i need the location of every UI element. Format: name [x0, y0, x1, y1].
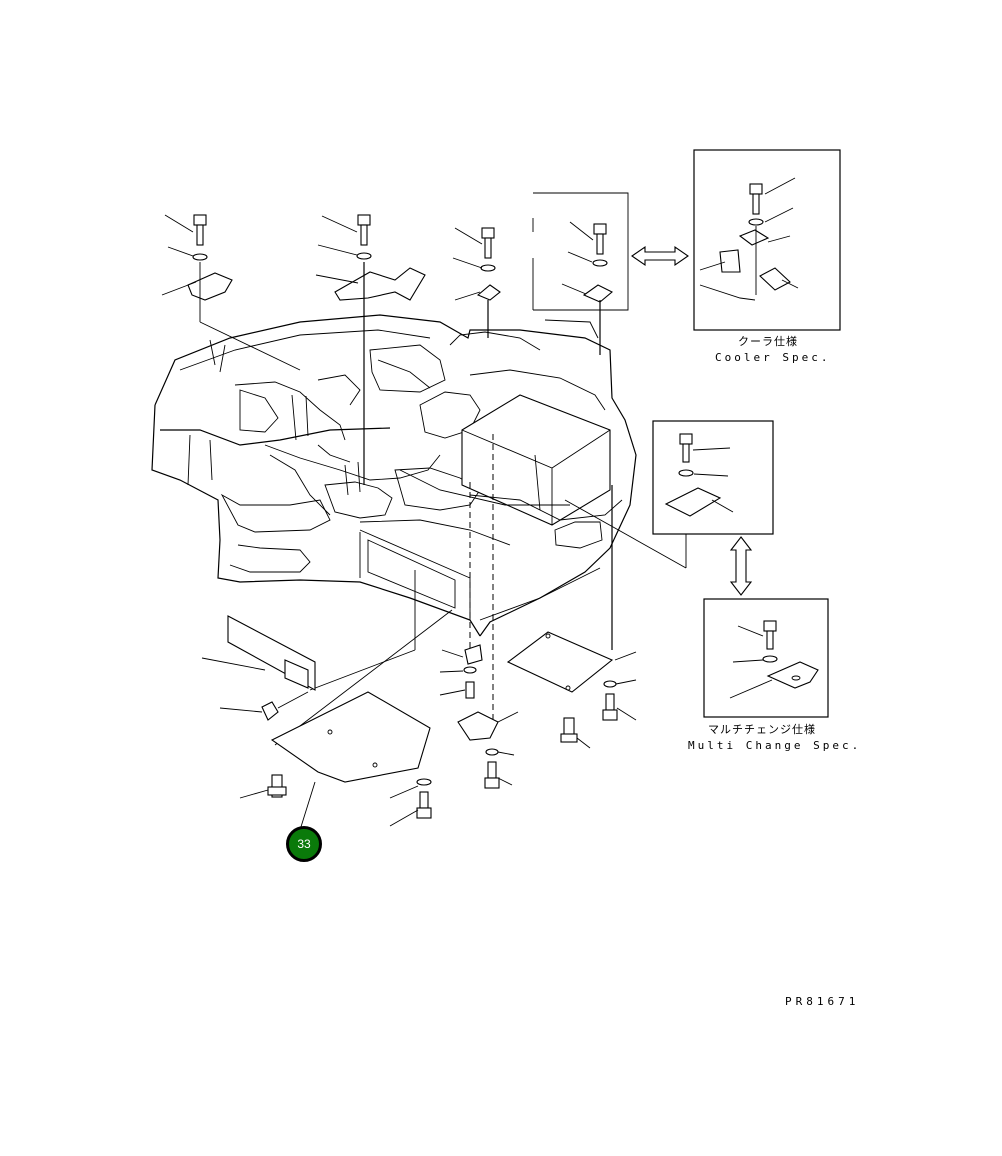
multi-change-spec-label-jp: マルチチェンジ仕様 — [708, 723, 816, 736]
top-bolt-set-left — [161, 214, 301, 371]
left-side-cover — [201, 615, 316, 721]
top-bolt-set-right — [452, 227, 501, 338]
side-cover-box — [564, 420, 774, 569]
multi-change-spec-box — [703, 598, 829, 718]
callout-number: 33 — [297, 837, 311, 851]
right-bottom-parts — [506, 631, 637, 749]
cooler-spec-label-jp: クーラ仕様 — [738, 335, 798, 348]
assembly-guide-lines — [274, 434, 613, 746]
under-cover-plate — [239, 691, 432, 831]
cooler-double-arrow — [631, 245, 689, 267]
multi-change-double-arrow — [729, 536, 753, 596]
multi-change-spec-label: Multi Change Spec. — [688, 739, 862, 752]
center-bottom-parts — [439, 644, 519, 789]
part-callout-33[interactable]: 33 — [286, 826, 322, 862]
cooler-spec-label: Cooler Spec. — [715, 351, 831, 364]
top-bolt-set-middle — [315, 214, 426, 485]
cooler-spec-box — [693, 149, 841, 331]
bracket-option-box — [532, 192, 629, 355]
drawing-number: PR81671 — [785, 995, 860, 1008]
revolving-frame — [151, 314, 637, 637]
